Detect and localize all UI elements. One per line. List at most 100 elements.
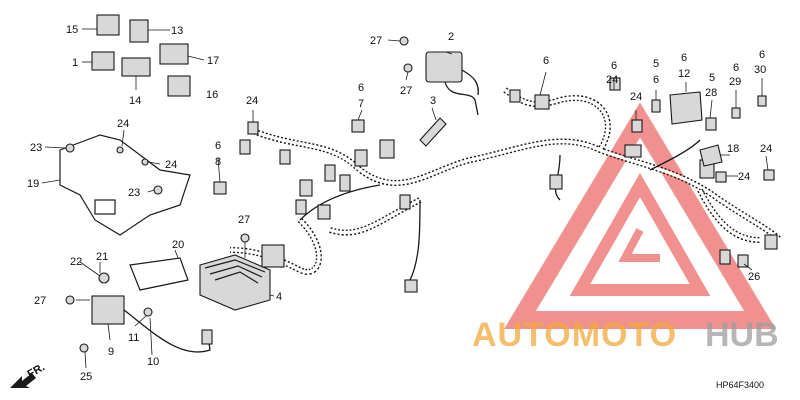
- label-24-g: 24: [760, 143, 772, 155]
- label-6-a: 6: [358, 82, 364, 94]
- label-29: 29: [729, 76, 741, 88]
- connector-c: [299, 179, 313, 197]
- label-6-g: 6: [759, 49, 765, 61]
- label-16: 16: [206, 89, 218, 101]
- label-24-left: 24: [246, 95, 258, 107]
- label-2: 2: [448, 31, 454, 43]
- connector-l: [534, 94, 550, 110]
- connector-n: [549, 174, 563, 190]
- label-23-a: 23: [30, 142, 42, 154]
- clip-7: [351, 119, 365, 133]
- label-6-b: 6: [543, 55, 549, 67]
- label-11: 11: [128, 332, 139, 344]
- clip-24g: [763, 169, 775, 181]
- connector-r: [719, 249, 731, 265]
- label-20: 20: [172, 239, 184, 251]
- clip-24e: [141, 158, 149, 166]
- clip-28: [705, 117, 717, 131]
- label-24-b: 24: [606, 74, 618, 86]
- label-27-coil: 27: [370, 35, 382, 47]
- relay-15: [96, 14, 120, 36]
- clip-24b: [609, 77, 621, 91]
- clip-5: [651, 99, 661, 113]
- label-25: 25: [80, 371, 92, 383]
- label-9: 9: [108, 346, 114, 358]
- clip-30: [757, 95, 767, 107]
- label-23-b: 23: [128, 187, 140, 199]
- label-22: 22: [70, 256, 82, 268]
- label-6-c: 6: [611, 60, 617, 72]
- regulator-connector: [261, 244, 285, 268]
- connector-m: [509, 89, 521, 103]
- label-30: 30: [754, 64, 766, 76]
- starter-relay: [65, 257, 213, 353]
- bolt-27c: [240, 233, 250, 243]
- label-5: 5: [653, 58, 659, 70]
- watermark-hub: HUB: [705, 316, 779, 354]
- front-direction-marker: FR.: [10, 361, 47, 388]
- bolt-23b: [153, 185, 163, 195]
- label-7: 7: [358, 98, 364, 110]
- label-19: 19: [27, 178, 39, 190]
- watermark-automoto: AUTOMOTO: [472, 316, 677, 354]
- label-14: 14: [129, 95, 141, 107]
- connector-b: [279, 149, 291, 165]
- label-5-b: 5: [709, 72, 715, 84]
- relay-body-9: [91, 295, 125, 325]
- label-27-relay: 27: [34, 295, 46, 307]
- connector-e: [324, 164, 336, 182]
- label-28: 28: [705, 87, 717, 99]
- bolt-27d: [65, 295, 75, 305]
- coil-bolt-27a: [399, 36, 409, 46]
- label-24-e: 24: [165, 159, 177, 171]
- connector-q: [624, 144, 642, 158]
- watermark-text: AUTOMOTO HUB: [472, 316, 779, 354]
- sensor-18: [699, 144, 723, 167]
- relay-holder-14: [121, 57, 151, 77]
- bolt-23a: [65, 143, 75, 153]
- fuse-connector: [201, 329, 213, 345]
- clip-8: [213, 181, 227, 195]
- relay-group: [91, 14, 191, 97]
- relay-holder-1: [91, 51, 115, 71]
- bolt-25: [79, 343, 89, 353]
- label-10: 10: [147, 356, 159, 368]
- regulator-rectifier: [199, 233, 285, 311]
- plug-cap-3: [419, 117, 447, 147]
- connector-a: [239, 139, 251, 155]
- leader-lines: [41, 28, 769, 369]
- label-6-e: 6: [681, 52, 687, 64]
- connector-i: [399, 194, 411, 210]
- label-15: 15: [66, 24, 78, 36]
- connector-d: [295, 199, 307, 215]
- connector-k: [404, 279, 418, 293]
- label-12: 12: [678, 68, 690, 80]
- label-24-c: 24: [630, 91, 642, 103]
- label-26: 26: [748, 271, 760, 283]
- fuse-box-12: [669, 91, 703, 125]
- clip-24d: [116, 146, 124, 154]
- relay-holder-17: [159, 43, 189, 65]
- connector-p: [764, 234, 778, 250]
- label-13: 13: [171, 25, 183, 37]
- label-18: 18: [727, 143, 739, 155]
- clip-26: [737, 254, 749, 268]
- label-27-reg: 27: [238, 214, 250, 226]
- relay-13: [129, 19, 149, 43]
- harness-connectors: [239, 89, 778, 293]
- clip-24c: [631, 119, 643, 133]
- label-27-coil-lower: 27: [400, 85, 412, 97]
- label-6-d: 6: [653, 74, 659, 86]
- label-6-h: 6: [215, 140, 221, 152]
- label-3: 3: [430, 95, 436, 107]
- connector-f: [339, 174, 351, 192]
- watermark-logo: [504, 102, 776, 329]
- label-4: 4: [276, 291, 282, 303]
- ignition-coil: [399, 36, 479, 116]
- bracket-19: [59, 134, 191, 236]
- label-17: 17: [207, 55, 219, 67]
- fuse-11: [143, 307, 153, 317]
- cushion-22: [98, 272, 110, 284]
